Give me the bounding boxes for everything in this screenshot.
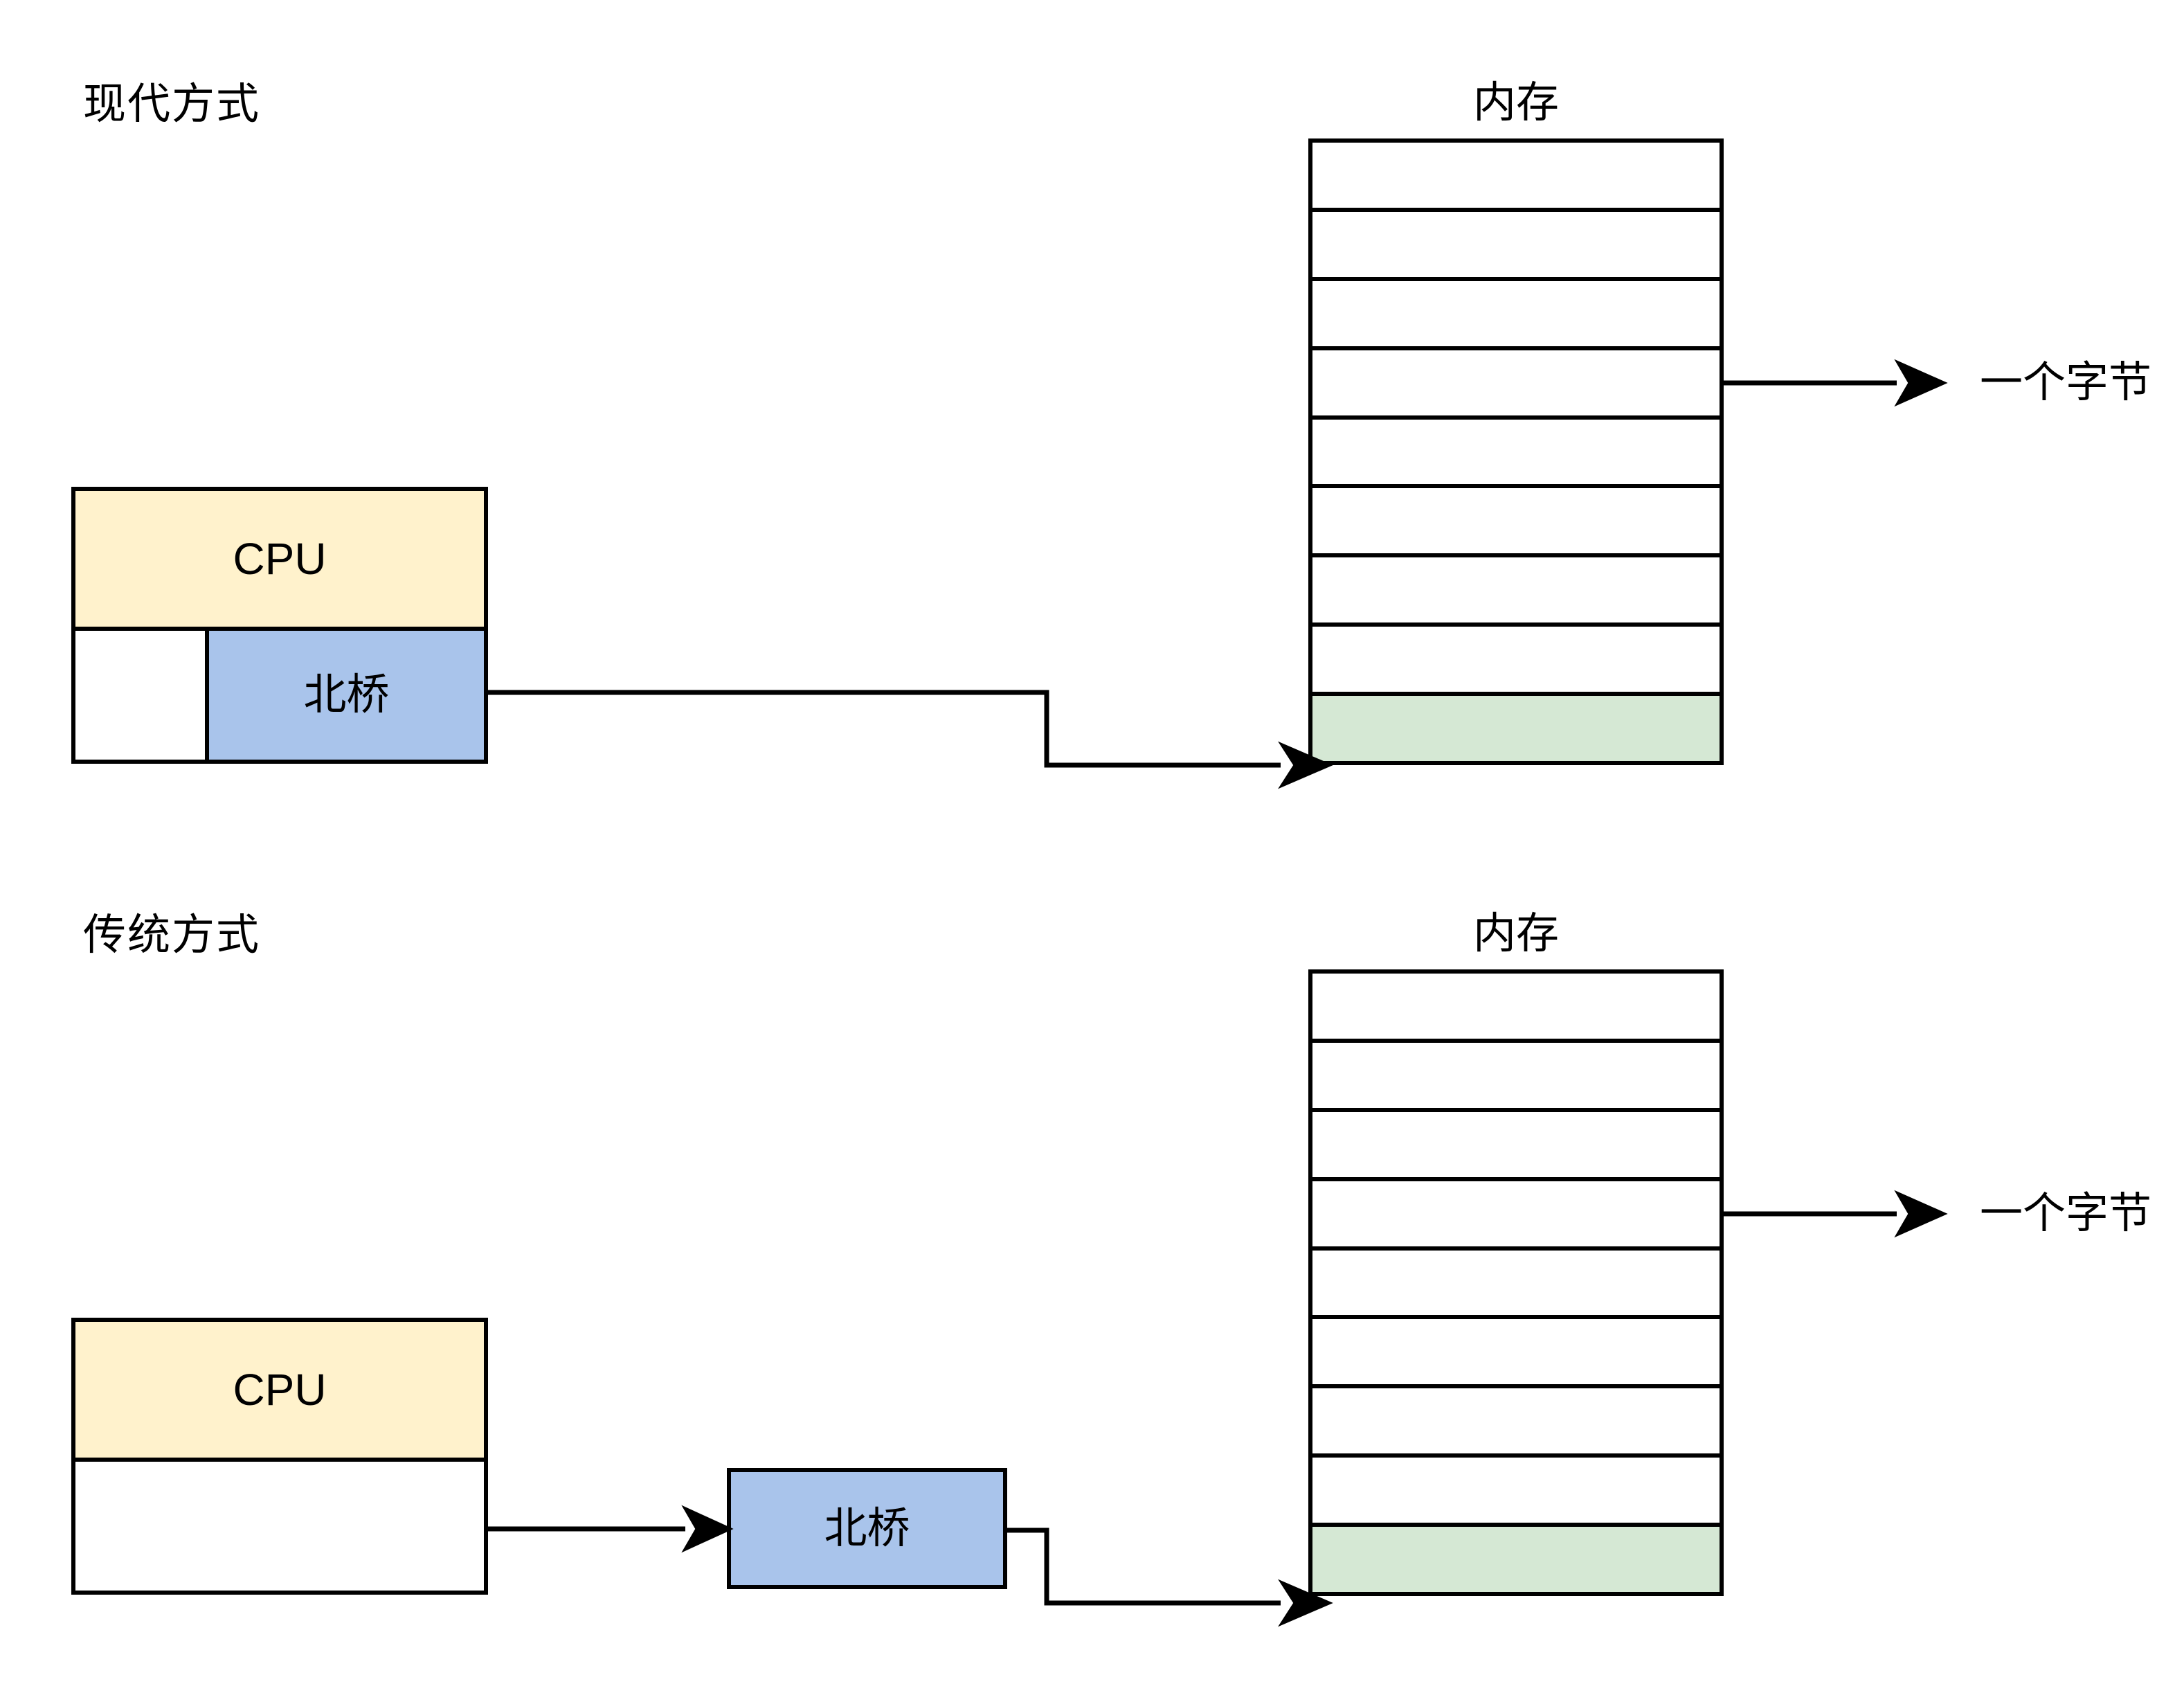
byte-annotation-label-modern: 一个字节 <box>1980 359 2152 406</box>
northbridge-label-modern: 北桥 <box>303 671 390 719</box>
memory-title-traditional: 内存 <box>1472 910 1559 958</box>
byte-annotation-arrow-modern <box>1724 359 1948 407</box>
memory-cell <box>1312 1042 1720 1112</box>
cpu-to-northbridge-connector-traditional <box>488 1505 734 1553</box>
cpu-block-traditional: CPU <box>75 1322 484 1462</box>
cpu-empty-slot-modern <box>75 631 209 760</box>
memory-cell <box>1312 557 1720 627</box>
memory-cell <box>1312 419 1720 489</box>
memory-cell <box>1312 974 1720 1043</box>
cpu-package-modern: CPU 北桥 <box>71 487 488 764</box>
northbridge-label-traditional: 北桥 <box>824 1504 910 1552</box>
memory-cell-highlighted <box>1312 1527 1720 1593</box>
memory-cell <box>1312 1458 1720 1528</box>
memory-cell <box>1312 280 1720 350</box>
section-title-traditional: 传统方式 <box>83 911 261 959</box>
cpu-lower-row-modern: 北桥 <box>75 631 484 760</box>
byte-annotation-label-traditional: 一个字节 <box>1980 1190 2152 1237</box>
cpu-label-traditional: CPU <box>233 1365 327 1415</box>
memory-cell <box>1312 143 1720 212</box>
northbridge-block-traditional: 北桥 <box>727 1468 1007 1589</box>
northbridge-to-memory-connector-modern <box>488 690 1333 789</box>
byte-annotation-arrow-traditional <box>1724 1190 1948 1238</box>
section-title-modern: 现代方式 <box>83 80 261 128</box>
memory-column-traditional <box>1308 969 1724 1596</box>
memory-cell <box>1312 627 1720 697</box>
memory-column-modern <box>1308 138 1724 765</box>
memory-cell <box>1312 350 1720 420</box>
memory-cell <box>1312 488 1720 558</box>
memory-cell <box>1312 1181 1720 1251</box>
memory-cell-highlighted <box>1312 696 1720 762</box>
memory-cell <box>1312 1111 1720 1181</box>
cpu-empty-slot-traditional <box>75 1462 484 1591</box>
northbridge-block-modern: 北桥 <box>209 631 484 760</box>
cpu-block-modern: CPU <box>75 491 484 631</box>
memory-title-modern: 内存 <box>1472 79 1559 127</box>
northbridge-to-memory-connector-traditional <box>1007 1528 1333 1627</box>
memory-cell <box>1312 1388 1720 1458</box>
cpu-label-modern: CPU <box>233 534 327 584</box>
cpu-package-traditional: CPU <box>71 1318 488 1595</box>
memory-cell <box>1312 1250 1720 1320</box>
memory-cell <box>1312 211 1720 281</box>
memory-cell <box>1312 1319 1720 1389</box>
